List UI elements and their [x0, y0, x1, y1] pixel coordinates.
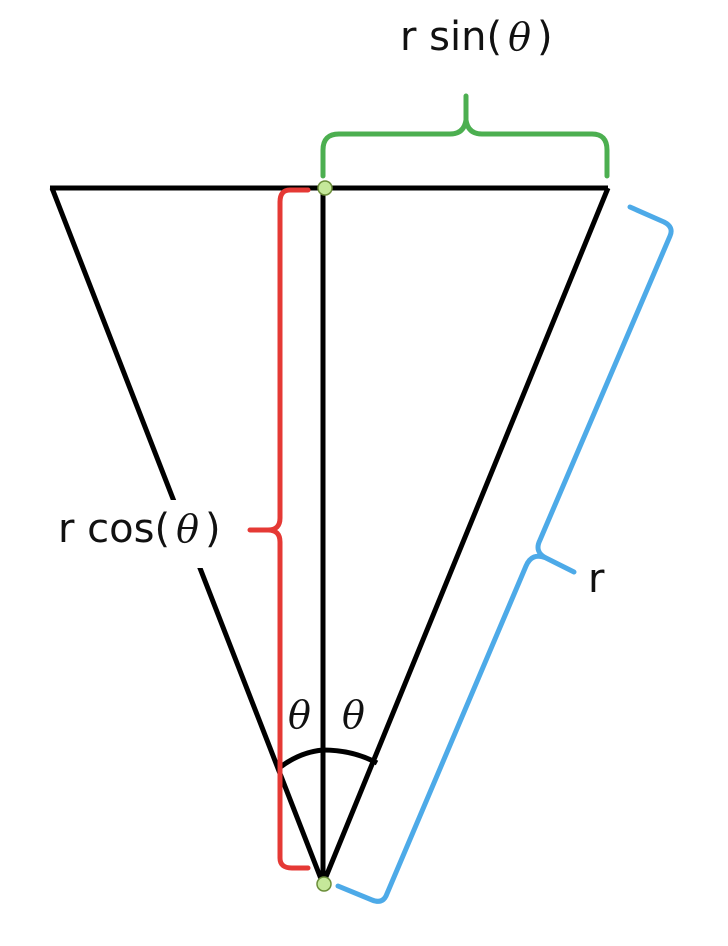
cos-brace	[247, 187, 311, 871]
angle-arc-right	[322, 747, 379, 766]
top-center-point	[317, 180, 333, 196]
theta-left-label: θ	[288, 693, 311, 737]
r-cos-prefix: r cos(	[58, 506, 170, 552]
r-sin-suffix: )	[537, 14, 553, 60]
r-sin-prefix: r sin(	[400, 14, 502, 60]
r-label: r	[588, 556, 605, 602]
r-cos-theta-symbol: θ	[176, 507, 199, 551]
apex-point	[316, 876, 332, 892]
sin-brace	[320, 93, 610, 179]
theta-right-label: θ	[342, 693, 365, 737]
r-cos-suffix: )	[205, 506, 221, 552]
right-slant-edge	[320, 187, 611, 885]
r-sin-theta-symbol: θ	[508, 15, 531, 59]
label-background	[40, 500, 245, 568]
r-sin-theta-label: r sin(θ)	[400, 14, 553, 60]
r-brace	[335, 204, 674, 904]
r-cos-theta-label: r cos(θ)	[58, 506, 221, 552]
angle-arc-left	[277, 747, 324, 771]
